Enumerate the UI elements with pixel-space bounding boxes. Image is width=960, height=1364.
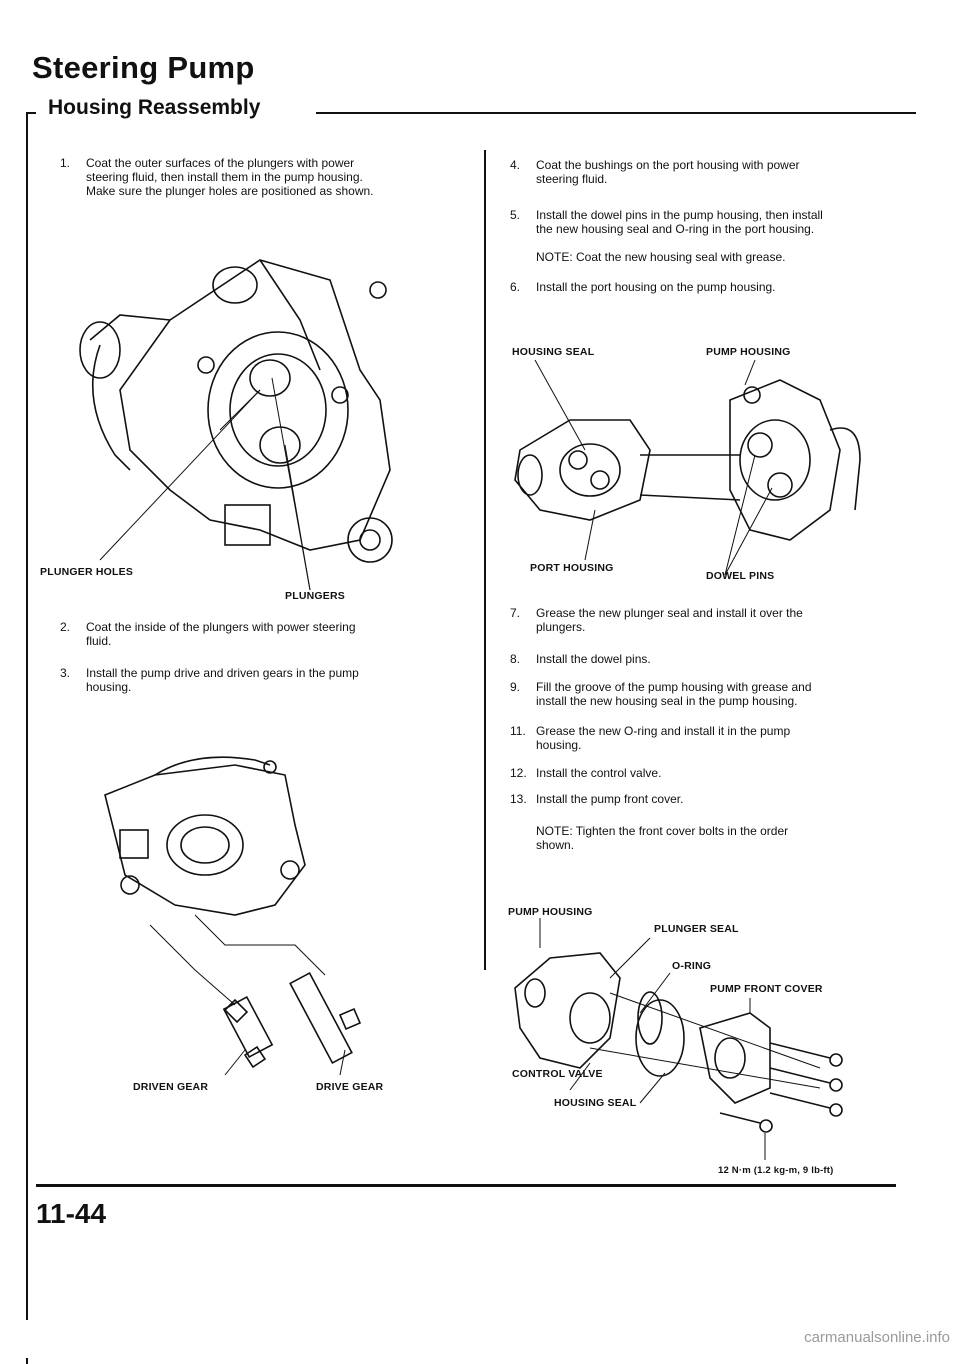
- step-line: Install the dowel pins in the pump housi…: [536, 208, 823, 222]
- step-line: Coat the inside of the plungers with pow…: [86, 620, 356, 634]
- note-front-cover-bolts: NOTE: Tighten the front cover bolts in t…: [536, 824, 788, 852]
- step-line: Install the pump drive and driven gears …: [86, 666, 359, 680]
- step-line: steering fluid.: [536, 172, 608, 186]
- step-number: 11.: [510, 724, 526, 738]
- note-line: NOTE: Tighten the front cover bolts in t…: [536, 824, 789, 838]
- step-2: 2. Coat the inside of the plungers with …: [60, 620, 470, 650]
- label-plungers: PLUNGERS: [285, 590, 345, 602]
- step-number: 7.: [510, 606, 521, 620]
- label-pump-housing-2: PUMP HOUSING: [508, 906, 593, 918]
- step-number: 4.: [510, 158, 521, 172]
- step-number: 9.: [510, 680, 521, 694]
- step-line: Fill the groove of the pump housing with…: [536, 680, 812, 694]
- label-dowel-pins: DOWEL PINS: [706, 570, 775, 582]
- column-divider: [484, 150, 486, 970]
- section-bracket: [26, 112, 36, 1364]
- footer-rule: [36, 1184, 896, 1187]
- step-13: 13. Install the pump front cover.: [510, 792, 930, 808]
- step-line: housing.: [86, 680, 132, 694]
- step-number: 6.: [510, 280, 521, 294]
- label-pump-housing: PUMP HOUSING: [706, 346, 791, 358]
- label-control-valve: CONTROL VALVE: [512, 1068, 603, 1080]
- page-title: Steering Pump: [32, 50, 255, 85]
- step-line: Coat the outer surfaces of the plungers …: [86, 156, 355, 170]
- note-line: shown.: [536, 838, 575, 852]
- page-number: 11-44: [36, 1198, 107, 1229]
- step-number: 5.: [510, 208, 521, 222]
- label-housing-seal-2: HOUSING SEAL: [554, 1097, 637, 1109]
- label-o-ring: O-RING: [672, 960, 712, 972]
- label-drive-gear: DRIVE GEAR: [316, 1081, 384, 1093]
- section-heading: Housing Reassembly: [46, 96, 267, 120]
- label-plunger-seal: PLUNGER SEAL: [654, 923, 739, 935]
- step-number: 2.: [60, 620, 71, 634]
- watermark: carmanualsonline.info: [804, 1329, 950, 1346]
- step-1: 1. Coat the outer surfaces of the plunge…: [60, 156, 470, 200]
- step-line: fluid.: [86, 634, 112, 648]
- figure-port-housing-illustration: [514, 359, 861, 576]
- step-number: 8.: [510, 652, 521, 666]
- note-housing-seal: NOTE: Coat the new housing seal with gre…: [536, 250, 786, 264]
- step-7: 7. Grease the new plunger seal and insta…: [510, 606, 930, 636]
- watermark-band: [0, 1320, 960, 1358]
- label-port-housing: PORT HOUSING: [530, 562, 614, 574]
- label-driven-gear: DRIVEN GEAR: [133, 1081, 209, 1093]
- step-number: 1.: [60, 156, 71, 170]
- step-line: Install the port housing on the pump hou…: [536, 280, 776, 294]
- step-11: 11. Grease the new O-ring and install it…: [510, 724, 930, 754]
- figure-gears-illustration: [104, 756, 362, 1076]
- step-line: housing.: [536, 738, 582, 752]
- label-housing-seal: HOUSING SEAL: [512, 346, 595, 358]
- step-12: 12. Install the control valve.: [510, 766, 930, 782]
- step-line: steering fluid, then install them in the…: [86, 170, 363, 184]
- step-8: 8. Install the dowel pins.: [510, 652, 930, 668]
- step-4: 4. Coat the bushings on the port housing…: [510, 158, 930, 188]
- label-pump-front-cover: PUMP FRONT COVER: [710, 983, 823, 995]
- step-6: 6. Install the port housing on the pump …: [510, 280, 930, 296]
- step-number: 13.: [510, 792, 527, 806]
- step-line: Grease the new plunger seal and install …: [536, 606, 803, 620]
- step-line: Coat the bushings on the port housing wi…: [536, 158, 800, 172]
- label-torque-spec: 12 N·m (1.2 kg-m, 9 lb-ft): [718, 1165, 834, 1176]
- figure-plungers-illustration: [79, 259, 393, 591]
- step-number: 3.: [60, 666, 71, 680]
- step-line: install the new housing seal in the pump…: [536, 694, 798, 708]
- step-line: Grease the new O-ring and install it in …: [536, 724, 791, 738]
- step-line: Install the control valve.: [536, 766, 662, 780]
- label-plunger-holes: PLUNGER HOLES: [40, 566, 134, 578]
- figure-front-cover-illustration: [514, 918, 843, 1160]
- step-line: the new housing seal and O-ring in the p…: [536, 222, 815, 236]
- step-line: plungers.: [536, 620, 586, 634]
- step-3: 3. Install the pump drive and driven gea…: [60, 666, 470, 696]
- step-line: Install the dowel pins.: [536, 652, 651, 666]
- step-5: 5. Install the dowel pins in the pump ho…: [510, 208, 930, 238]
- step-line: Make sure the plunger holes are position…: [86, 184, 374, 198]
- step-line: Install the pump front cover.: [536, 792, 684, 806]
- section-rule: [316, 112, 916, 114]
- step-number: 12.: [510, 766, 527, 780]
- step-9: 9. Fill the groove of the pump housing w…: [510, 680, 930, 710]
